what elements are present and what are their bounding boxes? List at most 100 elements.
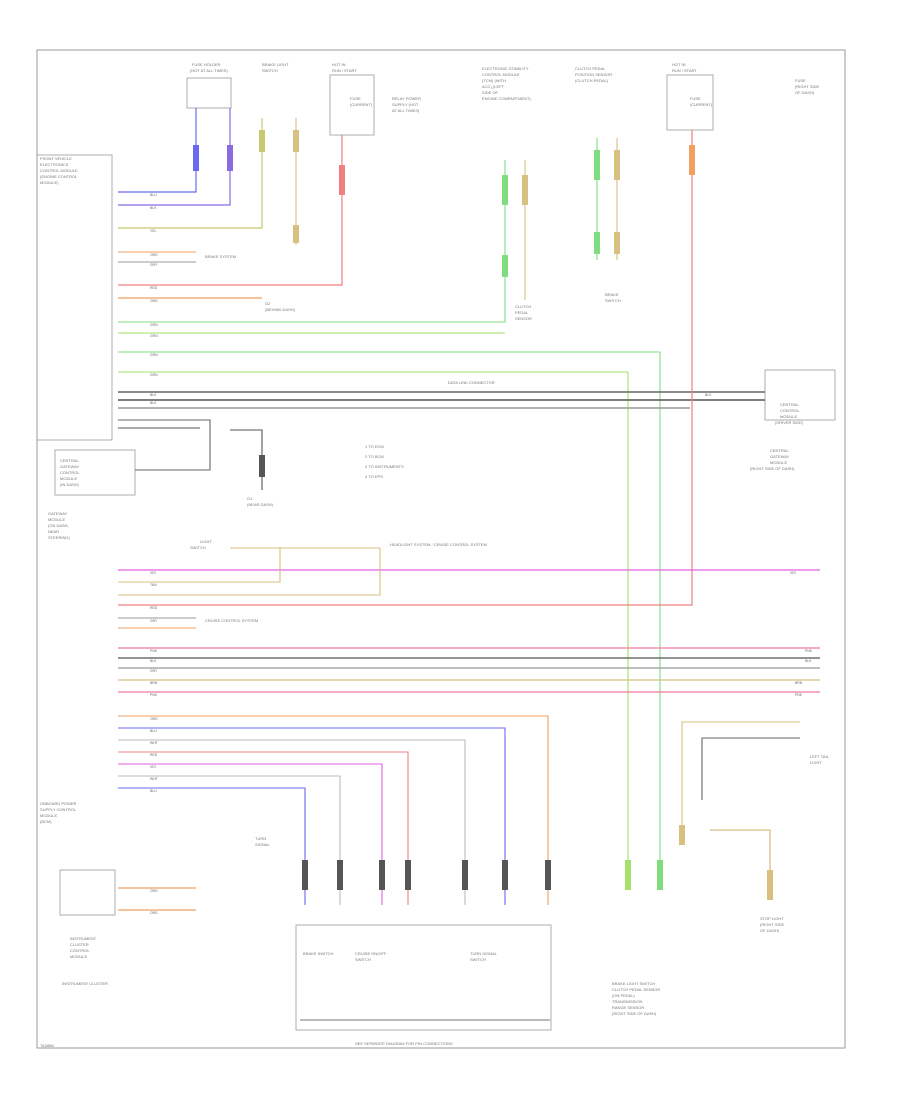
wire-color-tag: BLK: [150, 393, 157, 397]
brake-switch-label: BRAKE LIGHT SWITCH: [262, 62, 289, 73]
connector-mark: [657, 860, 663, 890]
gateway-right-caption: CENTRAL GATEWAY MODULE (RIGHT SIDE OF DA…: [750, 448, 795, 471]
connector-mark: [293, 225, 299, 243]
svg-text:FUSE HOLDER: FUSE HOLDER: [192, 62, 221, 67]
connector-layer: [193, 130, 773, 900]
wire-tan-4: [118, 548, 281, 583]
fuse-r2-label: FUSE (RIGHT SIDE OF DASH): [795, 78, 819, 95]
wire-color-tag: BLU: [150, 789, 157, 793]
wire-layer: BLUBLKYELORGGRYREDORGGRNGRNGRNGRNBLKBLKB…: [118, 108, 820, 1021]
legend-item: 2 TO BCM: [365, 454, 384, 459]
svg-text:ENGINE COMPARTMENT): ENGINE COMPARTMENT): [482, 96, 531, 101]
svg-text:RELAY POWER: RELAY POWER: [392, 96, 421, 101]
legend: 1 TO ECM 2 TO BCM 3 TO INSTRUMENTS 4 TO …: [365, 444, 404, 479]
svg-text:LEFT TAIL: LEFT TAIL: [810, 754, 830, 759]
connector-mark: [767, 870, 773, 900]
svg-text:INSTRUMENT: INSTRUMENT: [70, 936, 97, 941]
connector-mark: [679, 825, 685, 845]
data-link-note: DATA LINK CONNECTOR: [448, 380, 495, 385]
svg-text:(CURRENT): (CURRENT): [350, 102, 373, 107]
gateway-right-box: [764, 369, 836, 421]
svg-text:SUPPLY CONTROL: SUPPLY CONTROL: [40, 807, 77, 812]
bottom-caption: SEE SEPARATE DIAGRAM FOR PIN CONNECTIONS: [355, 1041, 453, 1046]
svg-text:(ON PEDAL): (ON PEDAL): [612, 993, 636, 998]
svg-text:MODULE: MODULE: [40, 813, 57, 818]
svg-text:GATEWAY: GATEWAY: [60, 464, 80, 469]
brake-note: BRAKE SWITCH: [605, 292, 621, 303]
svg-text:CONTROL MODULE: CONTROL MODULE: [482, 72, 520, 77]
svg-text:FUSE: FUSE: [350, 96, 361, 101]
svg-text:AT ALL TIMES): AT ALL TIMES): [392, 108, 420, 113]
svg-text:(RIGHT SIDE OF DASH): (RIGHT SIDE OF DASH): [612, 1011, 657, 1016]
wire-color-tag: VIO: [790, 571, 796, 575]
wire-gateway: [118, 419, 211, 471]
svg-text:BRAKE LIGHT SWITCH: BRAKE LIGHT SWITCH: [612, 981, 655, 986]
svg-text:CLUTCH PEDAL: CLUTCH PEDAL: [575, 66, 606, 71]
gateway-left-label: CENTRAL GATEWAY CONTROL MODULE (IN DASH): [60, 458, 80, 487]
left-tail-label: LEFT TAIL LIGHT: [810, 754, 830, 765]
wire-color-tag: PNK: [150, 693, 158, 697]
svg-text:CONTROL MODULE: CONTROL MODULE: [40, 168, 78, 173]
hot-top-box: [329, 74, 375, 136]
wire-color-tag: ORG: [150, 889, 158, 893]
svg-text:MODULE: MODULE: [60, 476, 77, 481]
ecm-left-box: [36, 154, 113, 441]
hot-top-label: HOT IN RUN / START: [332, 62, 357, 73]
connector-mark: [689, 145, 695, 175]
svg-text:SENSOR: SENSOR: [515, 316, 532, 321]
connector-mark: [594, 232, 600, 254]
connector-mark: [462, 860, 468, 890]
wire-color-tag: WHT: [150, 777, 158, 781]
ground-a-note: G1 (NEAR DASH): [247, 496, 274, 507]
svg-text:SUPPLY (HOT: SUPPLY (HOT: [392, 102, 419, 107]
wire-color-tag: PNK: [805, 649, 813, 653]
connector-mark: [614, 232, 620, 254]
svg-text:GATEWAY: GATEWAY: [770, 454, 790, 459]
wire-color-tag: RED: [150, 286, 158, 290]
svg-text:HOT IN: HOT IN: [672, 62, 686, 67]
fuse-r-label: FUSE (CURRENT): [690, 96, 713, 107]
connector-mark: [625, 860, 631, 890]
wire-violet: [118, 108, 231, 206]
wire-red-2: [118, 130, 693, 606]
svg-text:(ENGINE CONTROL: (ENGINE CONTROL: [40, 174, 78, 179]
svg-text:(HOT AT ALL TIMES): (HOT AT ALL TIMES): [190, 68, 228, 73]
cluster-caption: INSTRUMENT CLUSTER: [62, 981, 108, 986]
connector-mark: [594, 150, 600, 180]
wire-color-tag: BLK: [150, 401, 157, 405]
svg-text:CLUTCH PEDAL SENSOR: CLUTCH PEDAL SENSOR: [612, 987, 660, 992]
svg-text:(TCM) (WITH: (TCM) (WITH: [482, 78, 506, 83]
svg-text:OF DASH): OF DASH): [760, 928, 780, 933]
page-id-label: TA2886: [40, 1043, 54, 1048]
wire-color-tag: ORG: [150, 717, 158, 721]
wire-blue-2: [118, 727, 506, 905]
svg-text:HOT IN: HOT IN: [332, 62, 346, 67]
svg-text:CONTROL: CONTROL: [780, 408, 800, 413]
connector-mark: [227, 145, 233, 171]
wire-color-tag: BLK: [150, 659, 157, 663]
wire-color-tag: BLK: [805, 659, 812, 663]
svg-text:MODULE: MODULE: [70, 954, 87, 959]
wire-color-tag: GRN: [150, 373, 158, 377]
svg-text:G1: G1: [247, 496, 253, 501]
svg-text:BRAKE: BRAKE: [605, 292, 619, 297]
svg-text:CONTROL: CONTROL: [60, 470, 80, 475]
wire-color-tag: TAN: [150, 583, 157, 587]
pedal-note: CLUTCH PEDAL SENSOR: [515, 304, 532, 321]
stop-light-label: STOP LIGHT (RIGHT SIDE OF DASH): [760, 916, 784, 933]
svg-text:RUN / START: RUN / START: [672, 68, 697, 73]
svg-text:CRUISE ON/OFF: CRUISE ON/OFF: [355, 951, 387, 956]
wire-color-tag: GRY: [150, 619, 158, 623]
svg-text:(BCM): (BCM): [40, 819, 52, 824]
wire-orange-4: [118, 715, 549, 905]
wire-yellow: [118, 118, 263, 229]
svg-text:ONBOARD POWER: ONBOARD POWER: [40, 801, 77, 806]
svg-text:CENTRAL: CENTRAL: [60, 458, 79, 463]
wire-tan-5: [118, 548, 381, 596]
svg-text:FUSE: FUSE: [795, 78, 806, 83]
legend-item: 3 TO INSTRUMENTS: [365, 464, 404, 469]
wire-green: [118, 160, 506, 323]
wire-color-tag: GRY: [150, 669, 158, 673]
gateway-left-box: [54, 449, 136, 496]
